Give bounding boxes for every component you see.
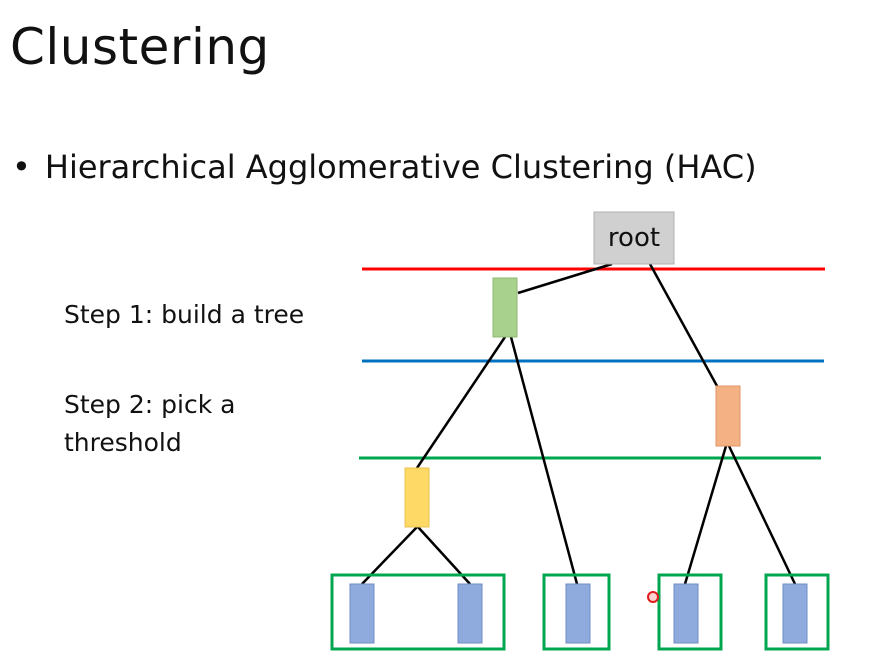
step-2-text: Step 2: pick a threshold <box>64 390 236 457</box>
slide-title: Clustering <box>10 18 270 76</box>
leaf-node-1 <box>349 583 375 644</box>
yellow-node <box>404 467 430 528</box>
cluster-box-3 <box>657 573 723 651</box>
cluster-box-2 <box>542 573 611 651</box>
cluster-box-1 <box>330 573 506 651</box>
bullet-text: Hierarchical Agglomerative Clustering (H… <box>44 148 757 186</box>
root-label: root <box>608 223 660 253</box>
leaf-node-3 <box>565 583 591 644</box>
leaf-node-4 <box>673 583 699 644</box>
orange-node <box>715 385 741 447</box>
green-node <box>492 277 518 338</box>
leaf-node-5 <box>782 583 808 644</box>
root-node <box>593 211 675 265</box>
laser-pointer-icon <box>647 591 659 603</box>
bullet-hac: • Hierarchical Agglomerative Clustering (… <box>12 148 757 186</box>
step-1-text: Step 1: build a tree <box>64 300 305 329</box>
leaf-node-2 <box>457 583 483 644</box>
bullet-dot: • <box>12 148 31 186</box>
cluster-boxes <box>330 573 830 651</box>
cluster-box-4 <box>764 573 830 651</box>
